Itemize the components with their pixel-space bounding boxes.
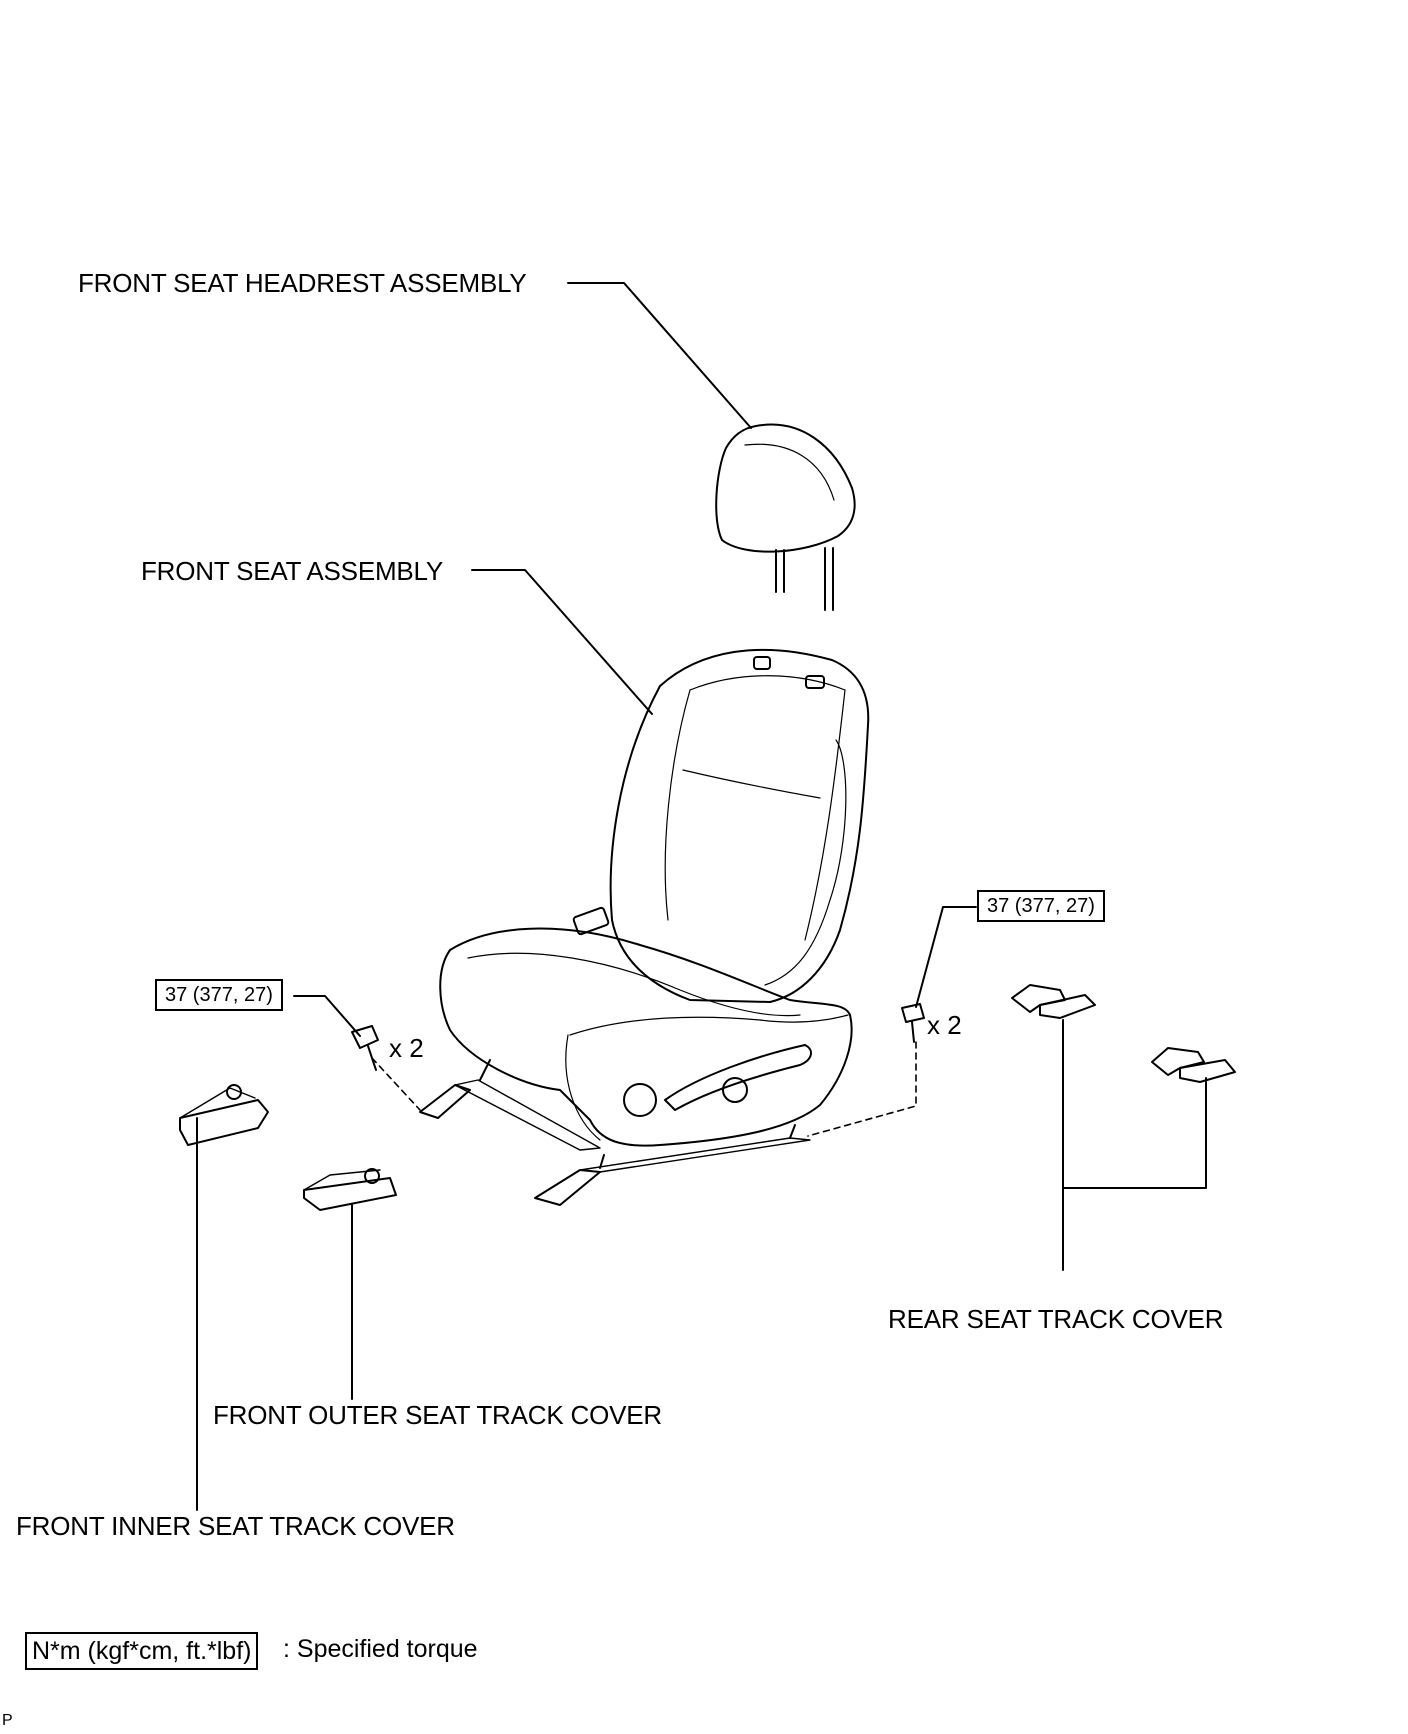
right-torque-spec: 37 (377, 27) bbox=[977, 890, 1105, 922]
front-outer-cover-label: FRONT OUTER SEAT TRACK COVER bbox=[213, 1400, 662, 1430]
install-dashes bbox=[371, 1041, 917, 1137]
rear-cover-label: REAR SEAT TRACK COVER bbox=[888, 1304, 1224, 1334]
left-bolt-drawing bbox=[351, 1025, 379, 1071]
rear-cover-leader bbox=[1062, 1019, 1207, 1271]
leader-lines bbox=[196, 282, 1207, 1511]
rear-cover-lower-drawing bbox=[1151, 1047, 1236, 1083]
rear-cover-upper-drawing bbox=[1011, 984, 1096, 1019]
left-torque-spec: 37 (377, 27) bbox=[155, 979, 283, 1011]
right-bolt-drawing bbox=[901, 1003, 925, 1043]
left-torque-leader bbox=[293, 995, 361, 1037]
front-outer-cover-drawing bbox=[303, 1168, 397, 1211]
left-bolt-quantity: x 2 bbox=[389, 1033, 424, 1063]
headrest-label: FRONT SEAT HEADREST ASSEMBLY bbox=[78, 268, 527, 298]
right-torque-leader bbox=[915, 906, 977, 1008]
corner-mark: P bbox=[2, 1712, 13, 1729]
seat-cushion-drawing bbox=[439, 906, 853, 1147]
torque-unit-legend-box: N*m (kgf*cm, ft.*lbf) bbox=[25, 1632, 259, 1670]
torque-legend-text: : Specified torque bbox=[283, 1635, 478, 1663]
seat-back-drawing bbox=[609, 648, 870, 1003]
headrest-drawing bbox=[715, 423, 856, 611]
seat-assembly-label: FRONT SEAT ASSEMBLY bbox=[141, 556, 444, 586]
right-bolt-quantity: x 2 bbox=[927, 1010, 962, 1040]
headrest-leader bbox=[567, 282, 752, 429]
front-inner-cover-drawing bbox=[179, 1084, 269, 1146]
seat-tracks-drawing bbox=[419, 1059, 811, 1206]
seat-leader bbox=[471, 569, 653, 715]
front-inner-cover-label: FRONT INNER SEAT TRACK COVER bbox=[16, 1511, 455, 1541]
